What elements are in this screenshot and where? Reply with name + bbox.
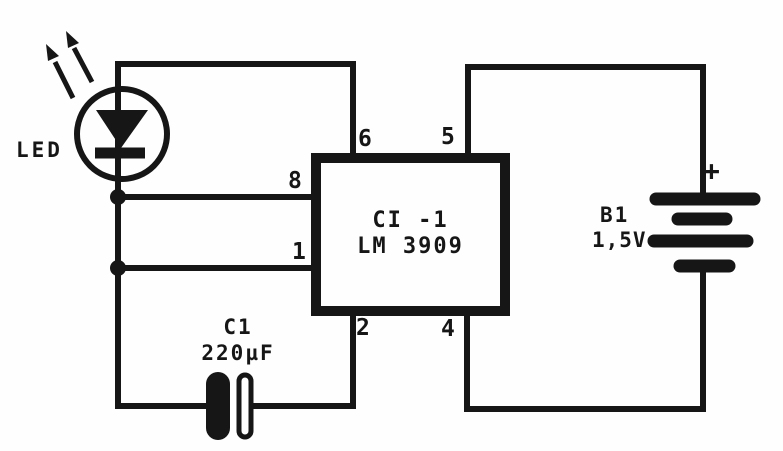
wire-pin4-to-battery (464, 270, 706, 412)
ic-label: CI -1 LM 3909 (316, 208, 505, 260)
ic-pin-label-4: 4 (441, 316, 455, 342)
wire-led-to-pin6 (118, 61, 356, 158)
capacitor-symbol (206, 372, 254, 440)
ic-body (311, 153, 510, 316)
battery-voltage: 1,5V (592, 228, 647, 252)
led-label: LED (16, 138, 63, 162)
wire-pin2 (252, 312, 356, 409)
ic-pin-label-6: 6 (358, 126, 372, 152)
junction-dot-pin8 (110, 189, 126, 205)
led-emission-arrows-icon (46, 31, 95, 100)
ic-pin-label-8: 8 (288, 168, 302, 194)
led-circle (74, 86, 170, 182)
capacitor-plate-outline (236, 372, 254, 440)
battery-polarity-plus: + (703, 154, 720, 187)
led-anode-triangle-icon (96, 110, 148, 148)
battery-ref: B1 (600, 203, 630, 227)
wire-pin5-to-battery (465, 64, 706, 196)
ic-pin-label-5: 5 (441, 124, 455, 150)
ic-pin-label-2: 2 (356, 315, 370, 341)
junction-dot-pin1 (110, 260, 126, 276)
ic-ref: CI -1 (372, 208, 449, 233)
ic-part-number: LM 3909 (357, 234, 464, 259)
capacitor-ref: C1 (223, 315, 253, 339)
capacitor-label: C1 220µF (175, 314, 301, 366)
capacitor-plate-filled (206, 372, 230, 440)
battery-symbol (647, 192, 761, 273)
capacitor-value: 220µF (201, 341, 275, 365)
led-symbol (46, 31, 170, 182)
ic-pin-label-1: 1 (292, 239, 306, 265)
